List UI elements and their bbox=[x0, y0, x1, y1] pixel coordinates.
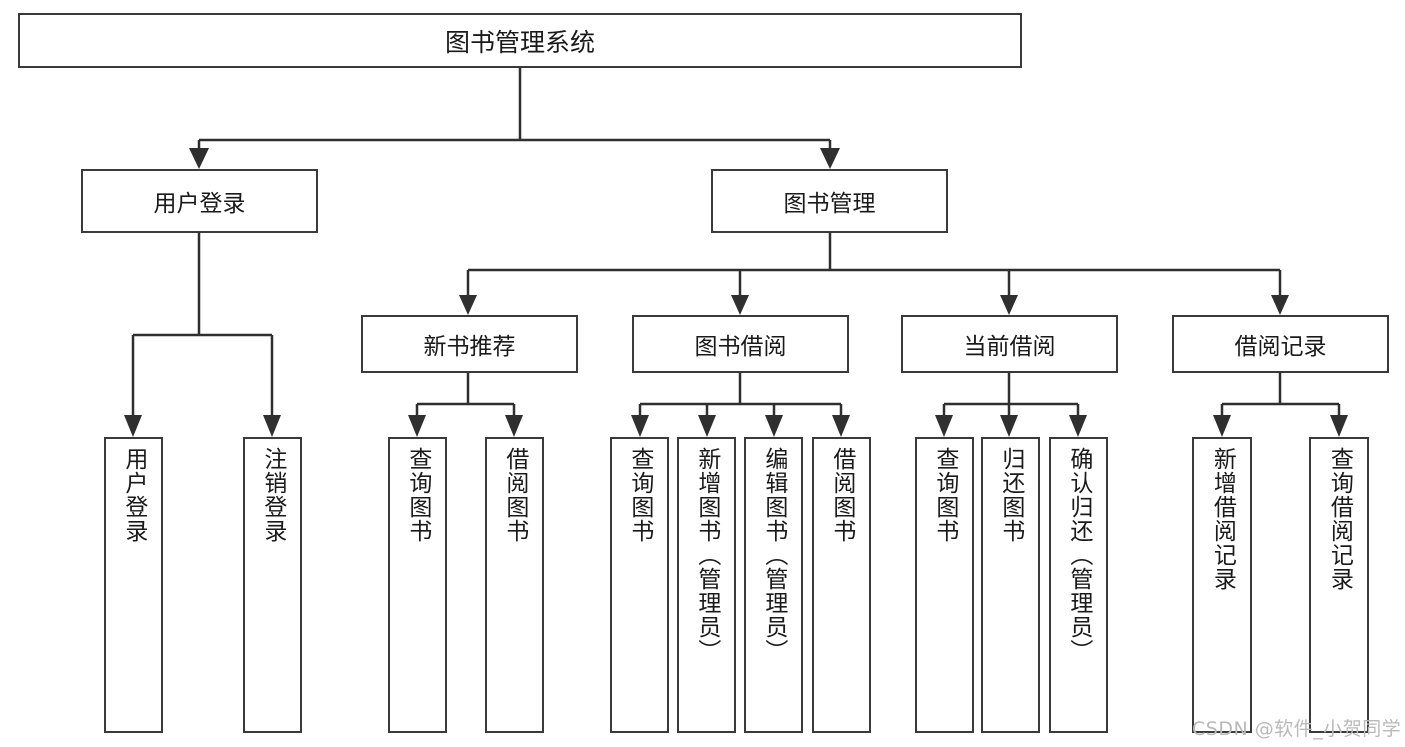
arrowhead-borrow-record bbox=[1271, 295, 1289, 315]
node-label: 图书管理系统 bbox=[444, 27, 595, 57]
node-label: 新书推荐 bbox=[423, 334, 516, 360]
node-label: 借阅记录 bbox=[1234, 334, 1327, 360]
node-label: 借阅图书 bbox=[828, 447, 855, 543]
node-label: 编辑图书（管理员） bbox=[760, 447, 787, 663]
node-leaf-return-book[interactable]: 归还图书 bbox=[981, 437, 1040, 733]
arrowhead-leaf-query-borrow-record bbox=[1330, 415, 1348, 437]
arrowhead-leaf-query-book-1 bbox=[408, 415, 426, 437]
node-user-login[interactable]: 用户登录 bbox=[81, 169, 318, 233]
node-label: 当前借阅 bbox=[963, 334, 1056, 360]
node-leaf-edit-book-admin[interactable]: 编辑图书（管理员） bbox=[744, 437, 803, 733]
node-leaf-user-login[interactable]: 用户登录 bbox=[104, 437, 163, 733]
node-label: 用户登录 bbox=[120, 447, 147, 543]
arrowhead-user-login bbox=[189, 148, 209, 169]
node-leaf-query-book-3[interactable]: 查询图书 bbox=[915, 437, 974, 733]
node-label: 图书管理 bbox=[783, 191, 876, 217]
arrowhead-leaf-logout-login bbox=[263, 415, 281, 437]
node-label: 注销登录 bbox=[259, 447, 286, 543]
arrowhead-leaf-query-book-3 bbox=[935, 415, 953, 437]
node-leaf-add-borrow-record[interactable]: 新增借阅记录 bbox=[1192, 437, 1252, 733]
node-label: 借阅图书 bbox=[501, 447, 528, 543]
node-label: 新增借阅记录 bbox=[1209, 447, 1236, 591]
node-label: 图书借阅 bbox=[694, 334, 787, 360]
arrowhead-leaf-return-book bbox=[1000, 415, 1018, 437]
arrowhead-leaf-confirm-return-admin bbox=[1069, 415, 1087, 437]
node-label: 用户登录 bbox=[153, 191, 246, 217]
arrowhead-leaf-borrow-book-2 bbox=[832, 415, 850, 437]
node-label: 查询借阅记录 bbox=[1326, 447, 1353, 591]
node-current-borrow[interactable]: 当前借阅 bbox=[901, 315, 1118, 373]
node-leaf-confirm-return-admin[interactable]: 确认归还（管理员） bbox=[1049, 437, 1108, 733]
node-book-management-system[interactable]: 图书管理系统 bbox=[18, 13, 1022, 68]
node-leaf-logout-login[interactable]: 注销登录 bbox=[243, 437, 302, 733]
arrowhead-leaf-edit-book-admin bbox=[765, 415, 783, 437]
node-book-borrow[interactable]: 图书借阅 bbox=[632, 315, 849, 373]
arrowhead-leaf-borrow-book-1 bbox=[505, 415, 523, 437]
node-book-manage[interactable]: 图书管理 bbox=[711, 169, 948, 233]
arrowhead-book-borrow bbox=[731, 295, 749, 315]
arrowhead-leaf-user-login bbox=[124, 415, 142, 437]
node-label: 查询图书 bbox=[931, 447, 958, 543]
node-leaf-borrow-book-1[interactable]: 借阅图书 bbox=[485, 437, 544, 733]
node-borrow-record[interactable]: 借阅记录 bbox=[1172, 315, 1389, 373]
arrowhead-leaf-add-book-admin bbox=[698, 415, 716, 437]
node-label: 归还图书 bbox=[997, 447, 1024, 543]
arrowhead-book-manage bbox=[820, 148, 840, 169]
node-label: 确认归还（管理员） bbox=[1065, 447, 1092, 663]
node-leaf-borrow-book-2[interactable]: 借阅图书 bbox=[812, 437, 871, 733]
node-label: 新增图书（管理员） bbox=[693, 447, 720, 663]
node-leaf-add-book-admin[interactable]: 新增图书（管理员） bbox=[677, 437, 736, 733]
arrowhead-current-borrow bbox=[1000, 295, 1018, 315]
csdn-watermark: CSDN @软件_小贺同学 bbox=[1192, 718, 1402, 740]
node-leaf-query-borrow-record[interactable]: 查询借阅记录 bbox=[1309, 437, 1369, 733]
node-leaf-query-book-1[interactable]: 查询图书 bbox=[388, 437, 447, 733]
arrowhead-new-book-recommend bbox=[459, 295, 477, 315]
arrowhead-leaf-add-borrow-record bbox=[1213, 415, 1231, 437]
node-label: 查询图书 bbox=[404, 447, 431, 543]
arrowhead-leaf-query-book-2 bbox=[631, 415, 649, 437]
node-label: 查询图书 bbox=[626, 447, 653, 543]
node-new-book-recommend[interactable]: 新书推荐 bbox=[361, 315, 578, 373]
node-leaf-query-book-2[interactable]: 查询图书 bbox=[610, 437, 669, 733]
